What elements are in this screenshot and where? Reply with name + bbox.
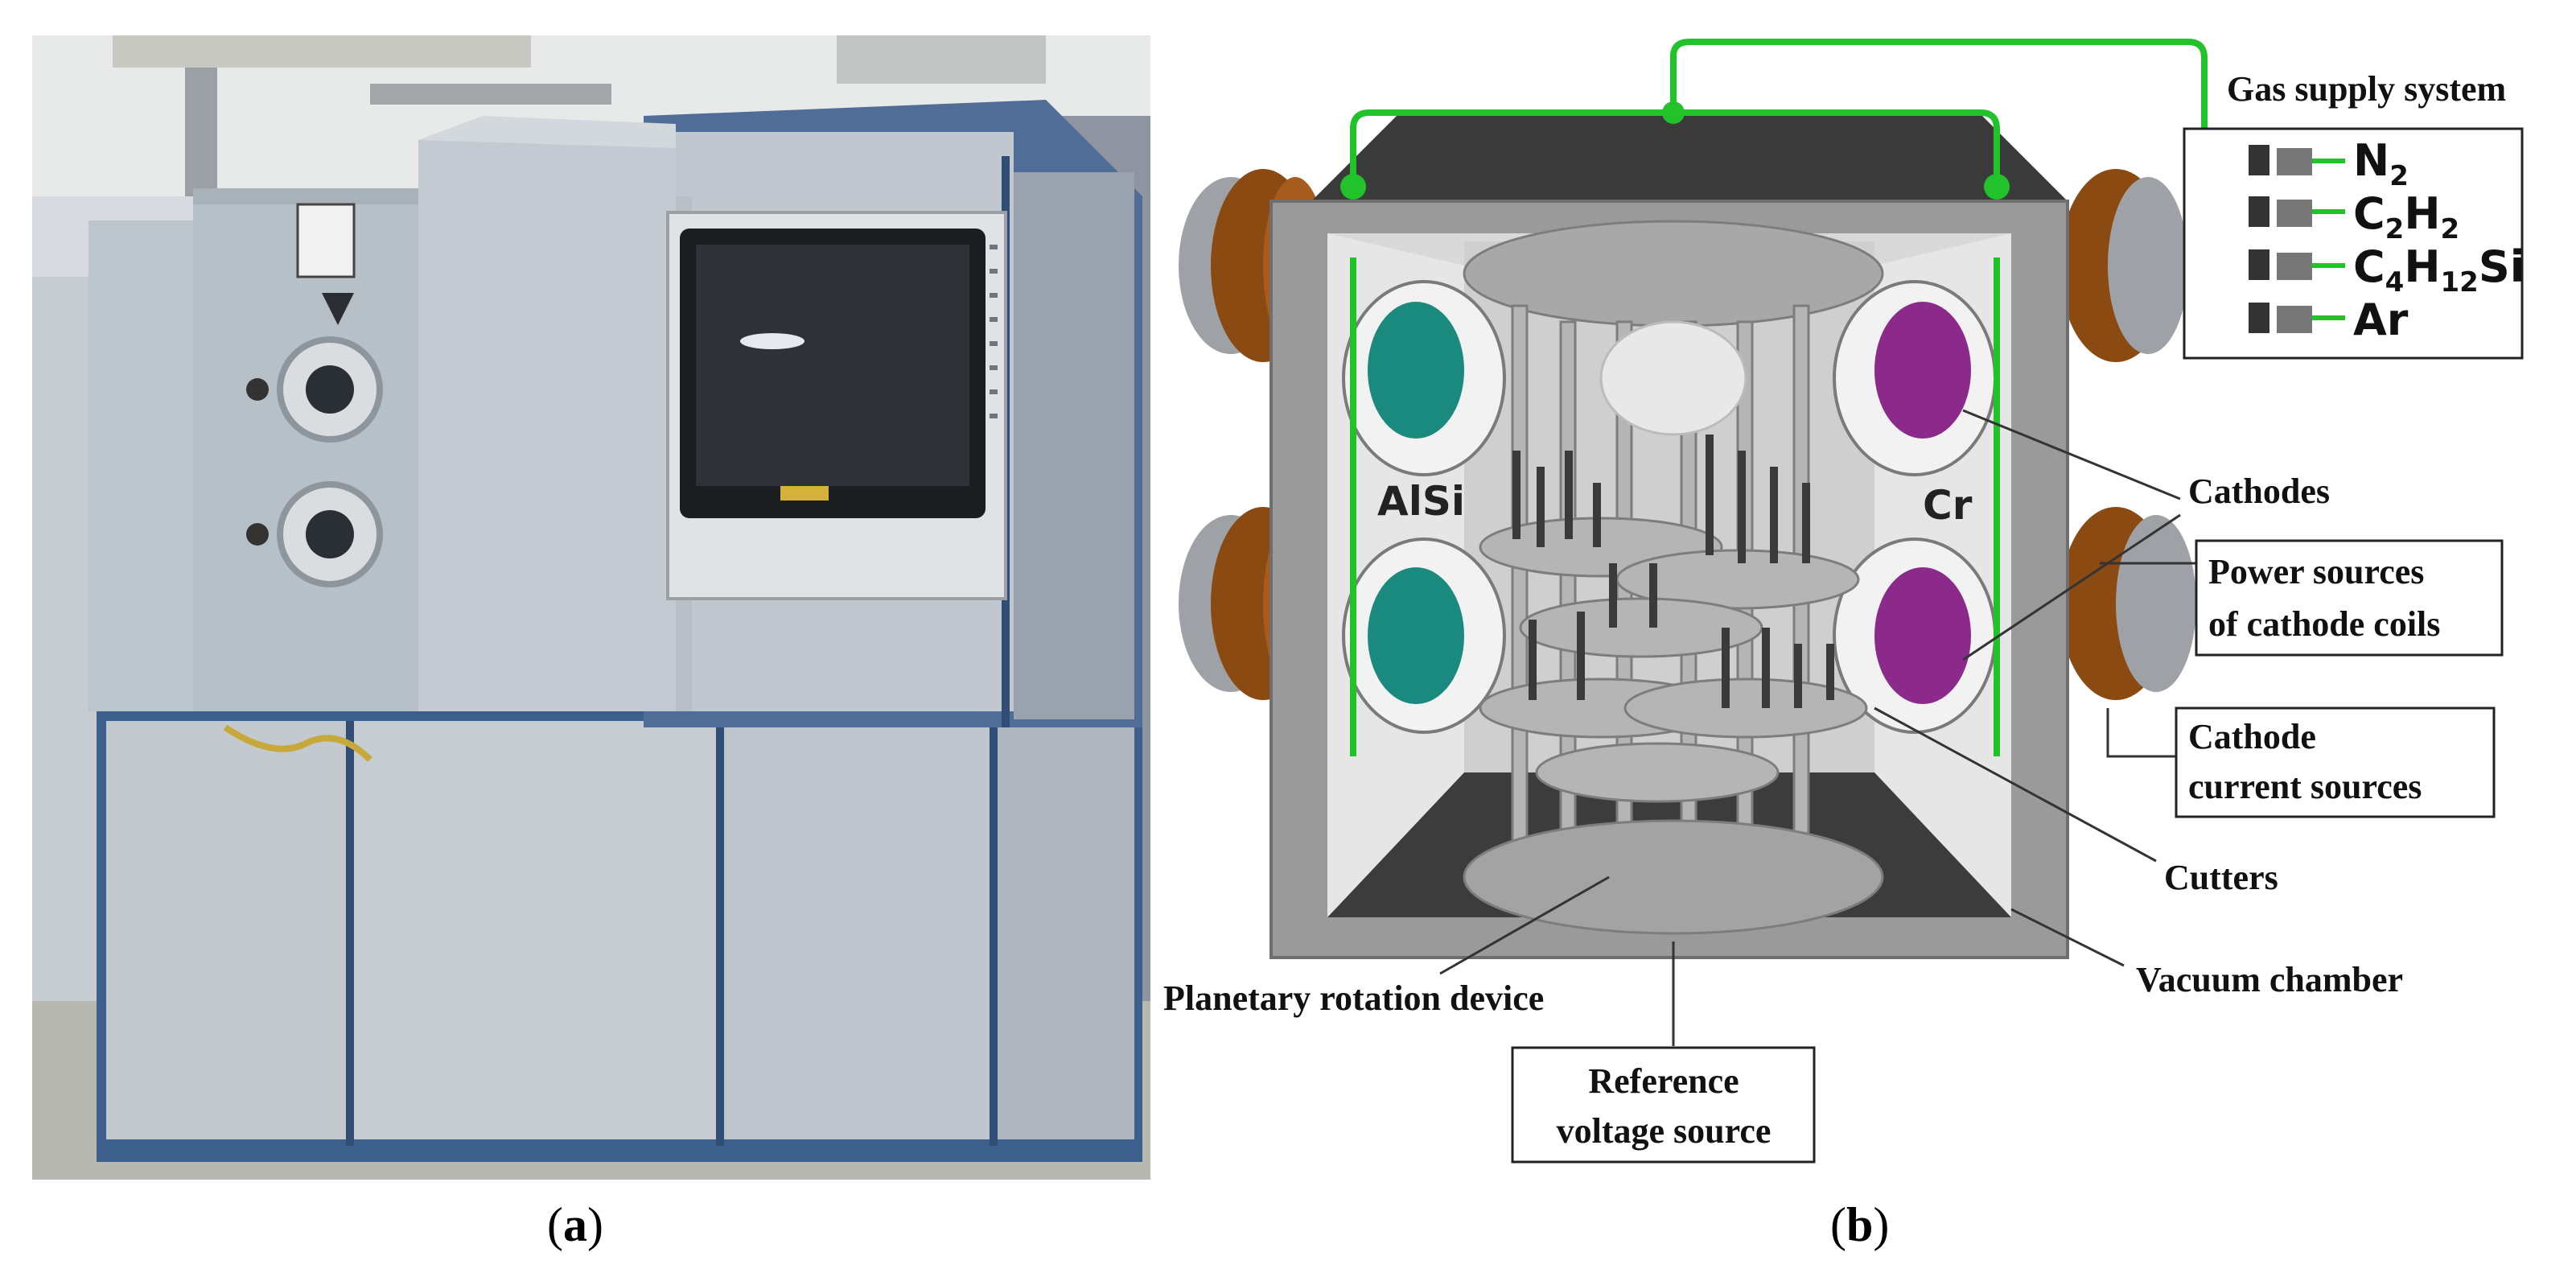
label-power-line1: Power sources	[2208, 552, 2424, 591]
label-current-line1: Cathode	[2188, 717, 2316, 756]
cathode-alsi-bottom	[1368, 567, 1464, 704]
caption-a-letter: a	[562, 1198, 587, 1251]
gas-valves	[2249, 145, 2312, 333]
cathode-alsi-top	[1368, 302, 1464, 439]
label-vacuum-chamber: Vacuum chamber	[2136, 960, 2403, 999]
gas-supply-title: Gas supply system	[2227, 69, 2506, 109]
gas-ar: Ar	[2353, 295, 2409, 345]
label-cutters: Cutters	[2164, 858, 2278, 897]
cutters	[1512, 435, 1834, 708]
label-current-line2: current sources	[2188, 767, 2422, 806]
cathode-material-cr: Cr	[1923, 482, 1973, 529]
reference-box	[1511, 1046, 1816, 1164]
power-sources-box	[2195, 539, 2504, 657]
chamber-schematic: AlSi Cr	[1158, 0, 2576, 1191]
gas-supply-box	[2183, 127, 2524, 360]
cathode-ports	[1342, 280, 1997, 734]
cathode-cr-bottom	[1874, 567, 1971, 704]
gas-n2: N2	[2353, 135, 2409, 192]
caption-b: (b)	[1830, 1198, 1890, 1251]
label-planetary: Planetary rotation device	[1163, 978, 1544, 1018]
schematic-drawing: AlSi Cr	[1163, 39, 2525, 1164]
caption-b-letter: b	[1846, 1198, 1874, 1251]
leader-lines	[1439, 409, 2196, 1046]
cathode-current-box	[2175, 706, 2496, 818]
label-power-line2: of cathode coils	[2208, 604, 2440, 644]
caption-a: (a)	[547, 1198, 603, 1251]
label-reference-line2: voltage source	[1557, 1111, 1772, 1151]
cathode-material-alsi: AlSi	[1377, 478, 1465, 525]
label-reference-line1: Reference	[1588, 1061, 1739, 1101]
machine-photo-drawing	[32, 35, 1150, 1180]
machine-photo	[32, 35, 1150, 1180]
cathode-cr-top	[1874, 302, 1971, 439]
label-cathodes: Cathodes	[2188, 472, 2330, 511]
gas-c4h12si: C4H12Si	[2353, 241, 2525, 299]
chamber-roof	[1311, 113, 2068, 201]
